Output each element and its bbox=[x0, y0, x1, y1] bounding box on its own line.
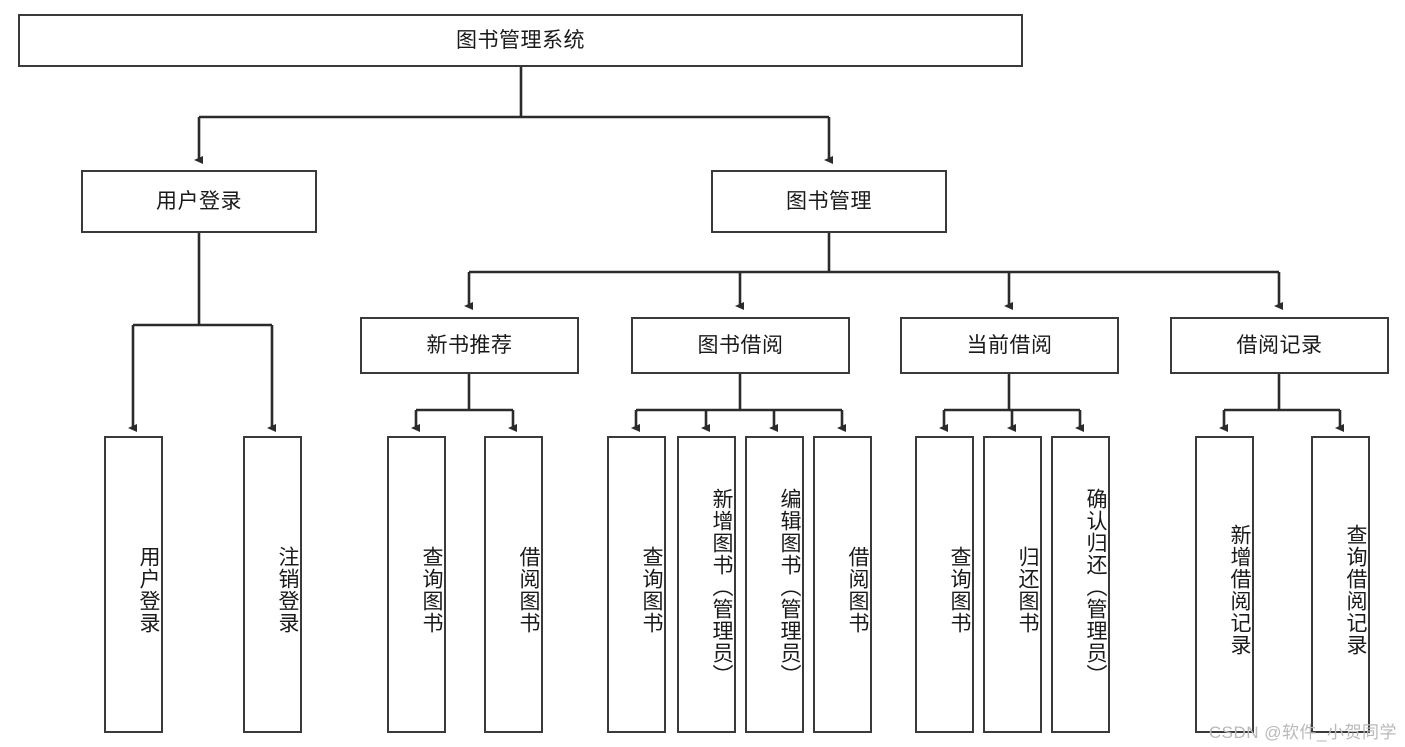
node-leaf-return-book[interactable]: 归还图书 bbox=[983, 436, 1042, 733]
node-root[interactable]: 图书管理系统 bbox=[18, 14, 1023, 67]
node-current-borrow[interactable]: 当前借阅 bbox=[900, 317, 1119, 374]
node-leaf-borrow-book-2[interactable]: 借阅图书 bbox=[813, 436, 872, 733]
node-leaf-confirm-return[interactable]: 确认归还（管理员） bbox=[1051, 436, 1110, 733]
node-leaf-add-record[interactable]: 新增借阅记录 bbox=[1195, 436, 1254, 733]
node-leaf-edit-book[interactable]: 编辑图书（管理员） bbox=[745, 436, 804, 733]
node-leaf-query-book-3[interactable]: 查询图书 bbox=[915, 436, 974, 733]
node-book-manage[interactable]: 图书管理 bbox=[711, 170, 947, 233]
node-leaf-query-book-2[interactable]: 查询图书 bbox=[607, 436, 666, 733]
node-leaf-user-logout[interactable]: 注销登录 bbox=[243, 436, 302, 733]
node-leaf-borrow-book-1[interactable]: 借阅图书 bbox=[484, 436, 543, 733]
node-user-login[interactable]: 用户登录 bbox=[81, 170, 317, 233]
node-borrow-record[interactable]: 借阅记录 bbox=[1170, 317, 1389, 374]
node-leaf-add-book[interactable]: 新增图书（管理员） bbox=[677, 436, 736, 733]
node-leaf-query-book-1[interactable]: 查询图书 bbox=[387, 436, 446, 733]
node-leaf-query-record[interactable]: 查询借阅记录 bbox=[1311, 436, 1370, 733]
node-book-borrow[interactable]: 图书借阅 bbox=[631, 317, 850, 374]
node-new-book-recommend[interactable]: 新书推荐 bbox=[360, 317, 579, 374]
node-leaf-user-login[interactable]: 用户登录 bbox=[104, 436, 163, 733]
